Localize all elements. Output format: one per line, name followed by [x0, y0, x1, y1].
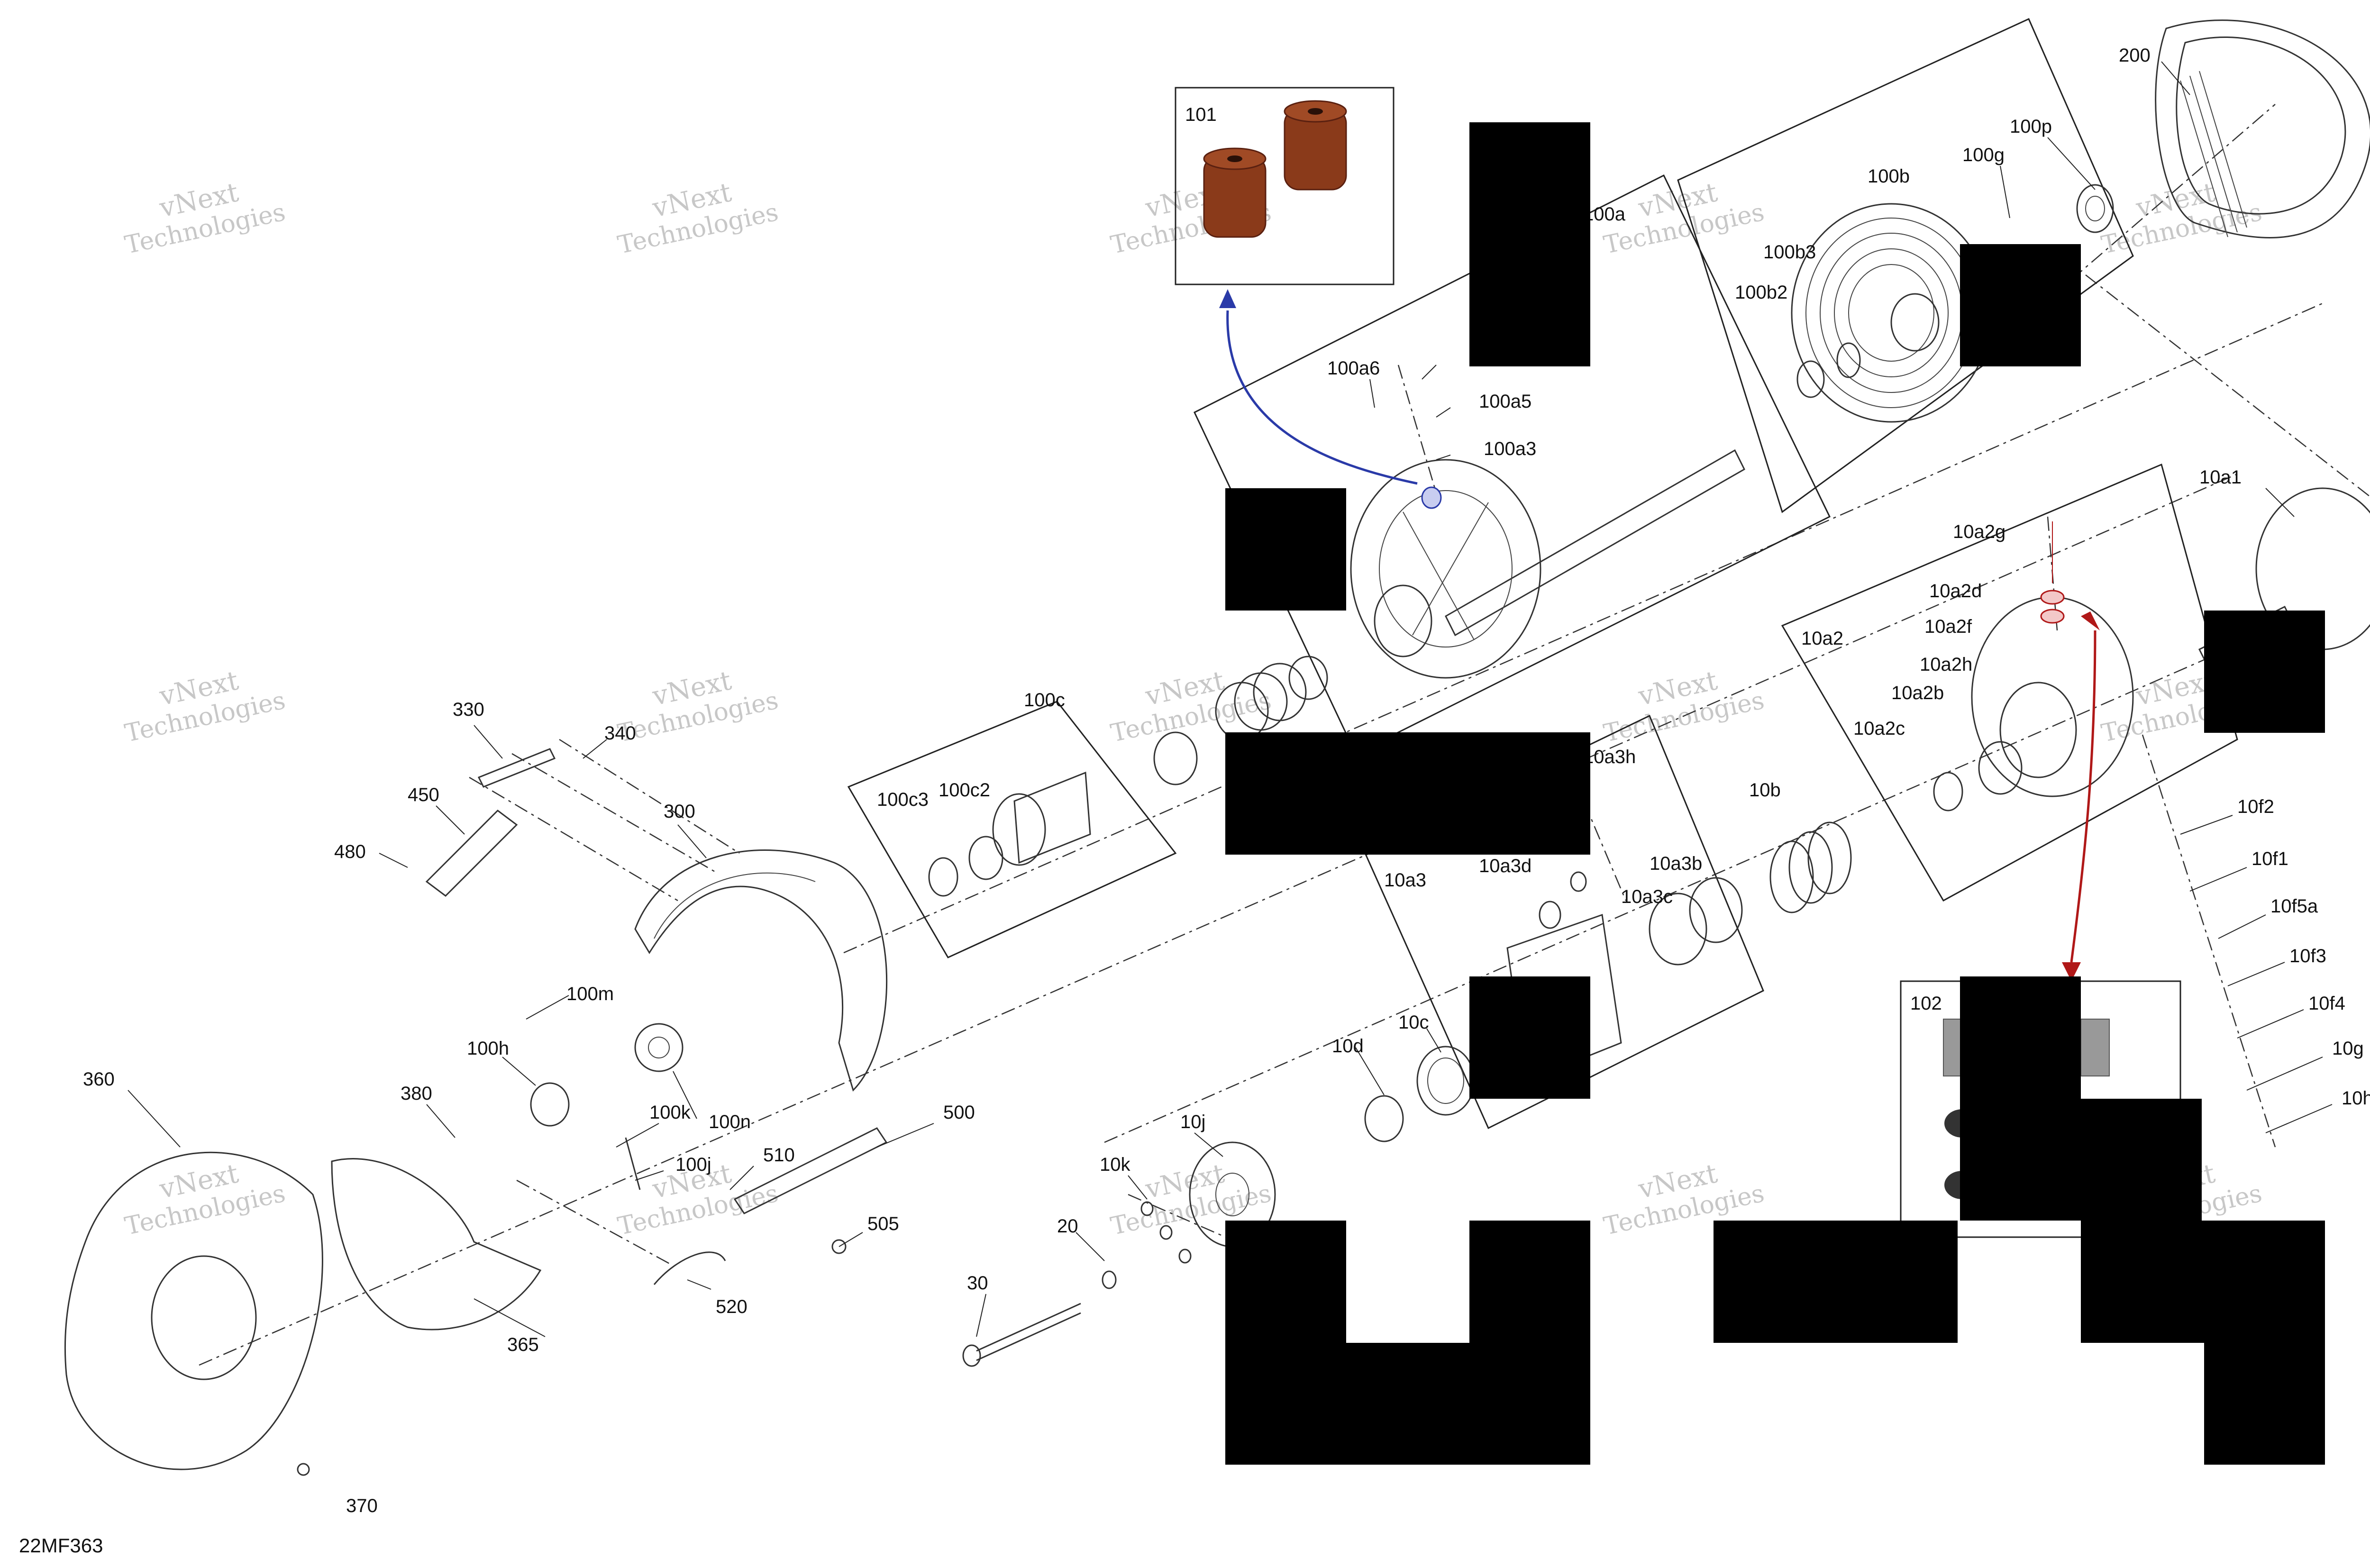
callout-100a5: 100a5 [1479, 391, 1531, 412]
callout-365: 365 [507, 1334, 539, 1355]
callout-10a2c: 10a2c [1853, 718, 1905, 739]
callout-10a1: 10a1 [2199, 467, 2242, 488]
callout-10j: 10j [1180, 1112, 1205, 1132]
callout-370: 370 [346, 1495, 378, 1516]
callout-10a2g: 10a2g [1953, 521, 2005, 542]
callout-100j: 100j [675, 1154, 711, 1175]
highlight-arrows [1219, 289, 2100, 981]
bracket-330-450 [425, 748, 556, 897]
callout-100b: 100b [1868, 166, 1910, 187]
callout-100p: 100p [2010, 116, 2052, 137]
callout-300: 300 [664, 801, 695, 822]
callout-200: 200 [2119, 45, 2151, 66]
callout-10a2h: 10a2h [1920, 654, 1972, 675]
callout-450: 450 [408, 784, 439, 805]
callout-100c3: 100c3 [877, 789, 929, 810]
callout-10f5a: 10f5a [2270, 896, 2318, 917]
inset-label-102: 102 [1910, 993, 1942, 1014]
spider-100c [928, 771, 1091, 897]
leader-lines [128, 61, 2333, 1337]
inset-label-101: 101 [1185, 104, 1217, 125]
callout-100g: 100g [1962, 145, 2005, 165]
callout-520: 520 [716, 1296, 747, 1317]
callout-10d: 10d [1332, 1036, 1364, 1057]
inset-101-bushings [1203, 100, 1347, 238]
callout-330: 330 [453, 699, 484, 720]
callout-30: 30 [967, 1273, 988, 1294]
housing-360 [64, 1151, 542, 1470]
box-100c [847, 701, 1177, 958]
figure-code: 22MF363 [19, 1534, 103, 1557]
callout-100b3: 100b3 [1763, 242, 1816, 263]
callout-10f3: 10f3 [2289, 946, 2326, 966]
small-parts [297, 1023, 888, 1476]
callout-10a2f: 10a2f [1924, 616, 1972, 637]
callout-10a3c: 10a3c [1621, 886, 1673, 907]
box-100b [1677, 18, 2134, 513]
callout-10b: 10b [1749, 780, 1781, 801]
callout-505: 505 [867, 1213, 899, 1234]
callout-500: 500 [943, 1102, 975, 1123]
callout-10a3b: 10a3b [1650, 853, 1702, 874]
callout-10a2b: 10a2b [1891, 683, 1944, 703]
callout-340: 340 [604, 723, 636, 744]
movable-sheave-10a2 [1933, 521, 2134, 811]
hub-10j [962, 1141, 1276, 1367]
callout-100a3: 100a3 [1484, 438, 1536, 459]
inset-box-101 [1175, 87, 1395, 285]
callout-480: 480 [334, 841, 366, 862]
callout-10f4: 10f4 [2308, 993, 2345, 1014]
callout-100b2: 100b2 [1735, 282, 1787, 303]
callout-10g: 10g [2332, 1038, 2364, 1059]
callout-380: 380 [401, 1083, 432, 1104]
callout-10k: 10k [1100, 1154, 1130, 1175]
clutch-guard-300 [634, 849, 888, 1092]
callout-10f2: 10f2 [2237, 796, 2274, 817]
callout-100k: 100k [649, 1102, 691, 1123]
callout-10h: 10h [2342, 1088, 2370, 1109]
redaction-blocks [1225, 122, 2325, 1465]
callout-510: 510 [763, 1145, 795, 1166]
belt-200 [2155, 19, 2370, 238]
spring-10b [1769, 821, 1852, 913]
callout-10f1: 10f1 [2252, 848, 2288, 869]
callout-10c: 10c [1398, 1012, 1429, 1033]
callout-100c: 100c [1024, 690, 1065, 711]
callout-labels: 200 100p 100g 100b 100b3 100b2 100a 100a… [19, 45, 2370, 1557]
callout-100c2: 100c2 [939, 780, 990, 801]
callout-100n: 100n [709, 1112, 751, 1132]
box-10a2 [1781, 463, 2238, 902]
callout-20: 20 [1057, 1216, 1078, 1237]
drive-shaft-100a [1350, 449, 1745, 679]
callout-10a2d: 10a2d [1929, 581, 1982, 602]
callout-100m: 100m [566, 984, 614, 1004]
callout-10a3: 10a3 [1384, 870, 1426, 891]
callout-100h: 100h [467, 1038, 509, 1059]
callout-100a6: 100a6 [1327, 358, 1380, 379]
fixed-sheave-100b [1791, 184, 2114, 423]
callout-10a2: 10a2 [1801, 628, 1843, 649]
callout-360: 360 [83, 1069, 115, 1090]
callout-10a3d: 10a3d [1479, 856, 1531, 876]
callout-10a3h: 10a3h [1583, 747, 1636, 767]
